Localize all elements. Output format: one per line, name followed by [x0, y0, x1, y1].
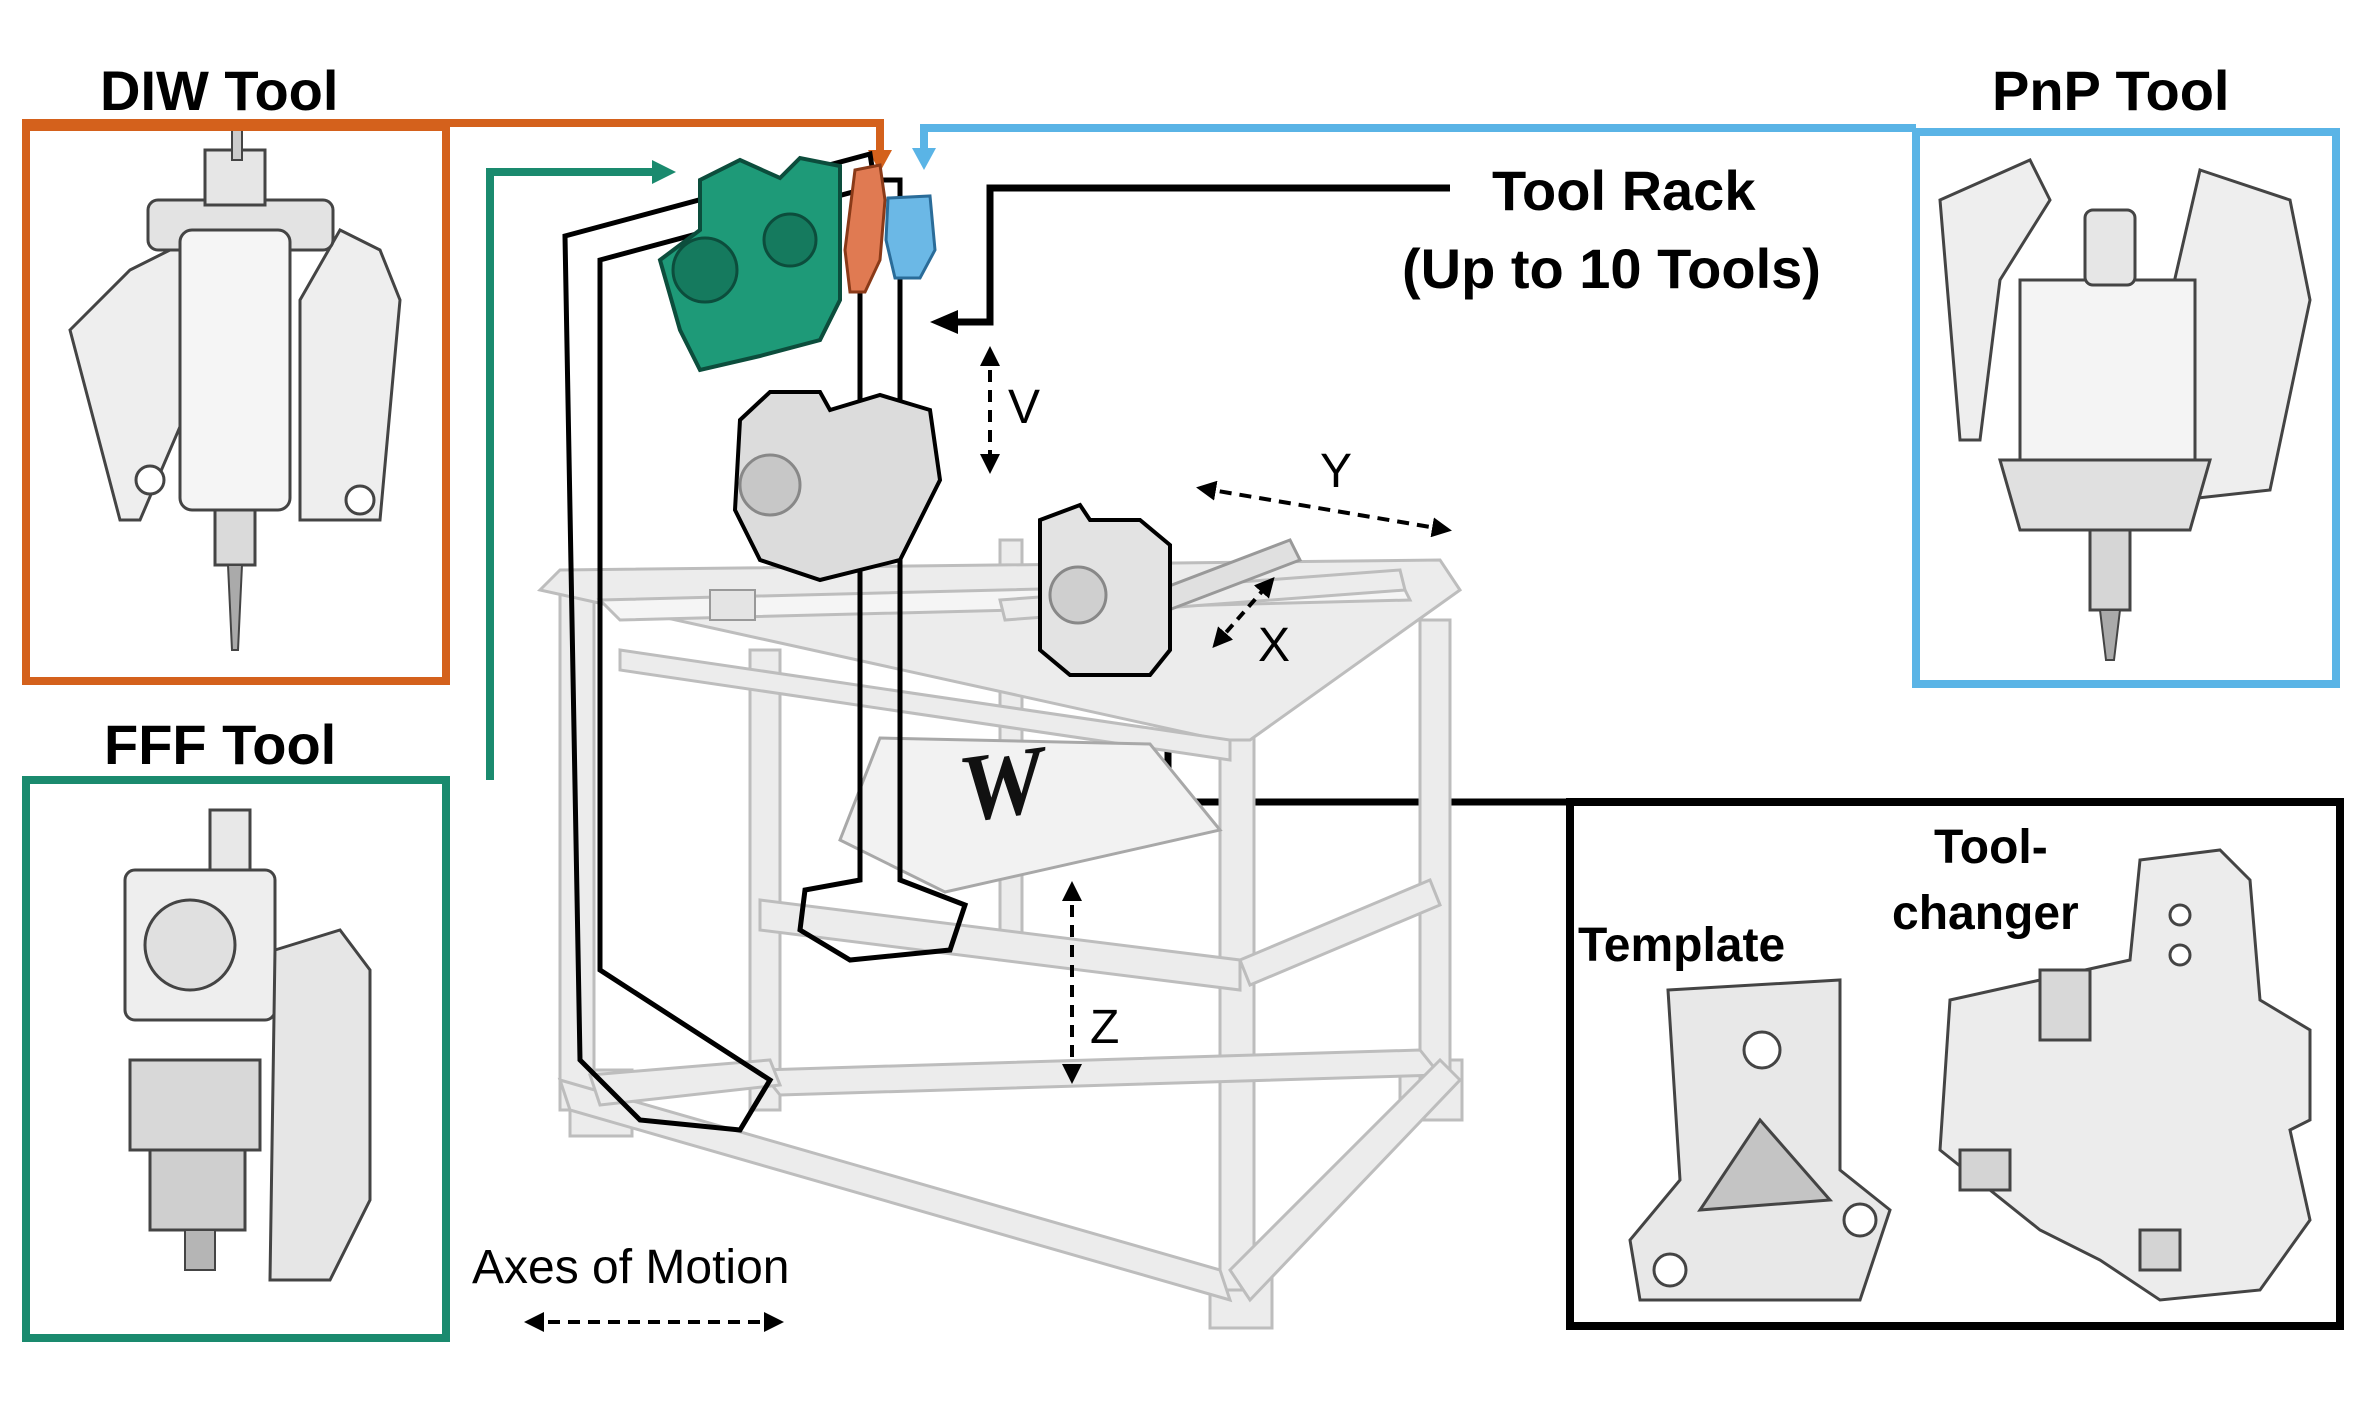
tool-rack-connector-line	[950, 184, 1450, 326]
rack-green-tools	[657, 155, 842, 373]
axis-v-label: V	[1008, 381, 1041, 434]
axis-x-label: X	[1258, 619, 1291, 672]
template-label: Template	[1578, 919, 1786, 972]
rack-orange-tool	[843, 163, 887, 294]
tool-rack-label-line1: Tool Rack	[1492, 159, 1756, 222]
pnp-connector-line	[920, 124, 1916, 158]
rack-gray-tools	[709, 390, 943, 621]
fff-tool-panel	[22, 776, 450, 1342]
print-bed	[838, 736, 1223, 894]
template-toolchanger-panel	[1566, 798, 2344, 1330]
fff-connector-line	[486, 168, 660, 780]
axis-y-arrow	[1196, 480, 1452, 538]
axis-x-arrow	[1212, 576, 1275, 649]
pnp-connector-arrowhead	[912, 148, 936, 170]
axis-y-label: Y	[1320, 445, 1353, 498]
toolchanger-label-line2: changer	[1892, 887, 2079, 940]
diw-tool-title: DIW Tool	[100, 59, 339, 122]
diw-tool-panel	[22, 123, 450, 685]
diw-connector-arrowhead	[868, 150, 892, 172]
template-image	[1628, 978, 1892, 1302]
axes-of-motion-label: Axes of Motion	[472, 1241, 790, 1294]
pnp-tool-image	[1938, 158, 2312, 661]
fff-tool-image	[123, 808, 372, 1282]
pnp-tool-panel	[1912, 128, 2340, 688]
diw-tool-image	[68, 129, 402, 651]
axis-z-label: Z	[1090, 1001, 1120, 1054]
carriage-tool	[1038, 502, 1172, 677]
fff-connector-arrowhead	[652, 160, 676, 184]
rack-blue-tool	[884, 194, 937, 280]
printer-frame	[537, 538, 1464, 1330]
fff-tool-title: FFF Tool	[104, 713, 337, 776]
tool-rack-label-line2: (Up to 10 Tools)	[1402, 237, 1821, 300]
pnp-tool-title: PnP Tool	[1992, 59, 2230, 122]
tool-rack-arrowhead	[930, 310, 958, 334]
toolchanger-label-line1: Tool-	[1934, 821, 2048, 874]
toolchanger-image	[1938, 848, 2312, 1302]
